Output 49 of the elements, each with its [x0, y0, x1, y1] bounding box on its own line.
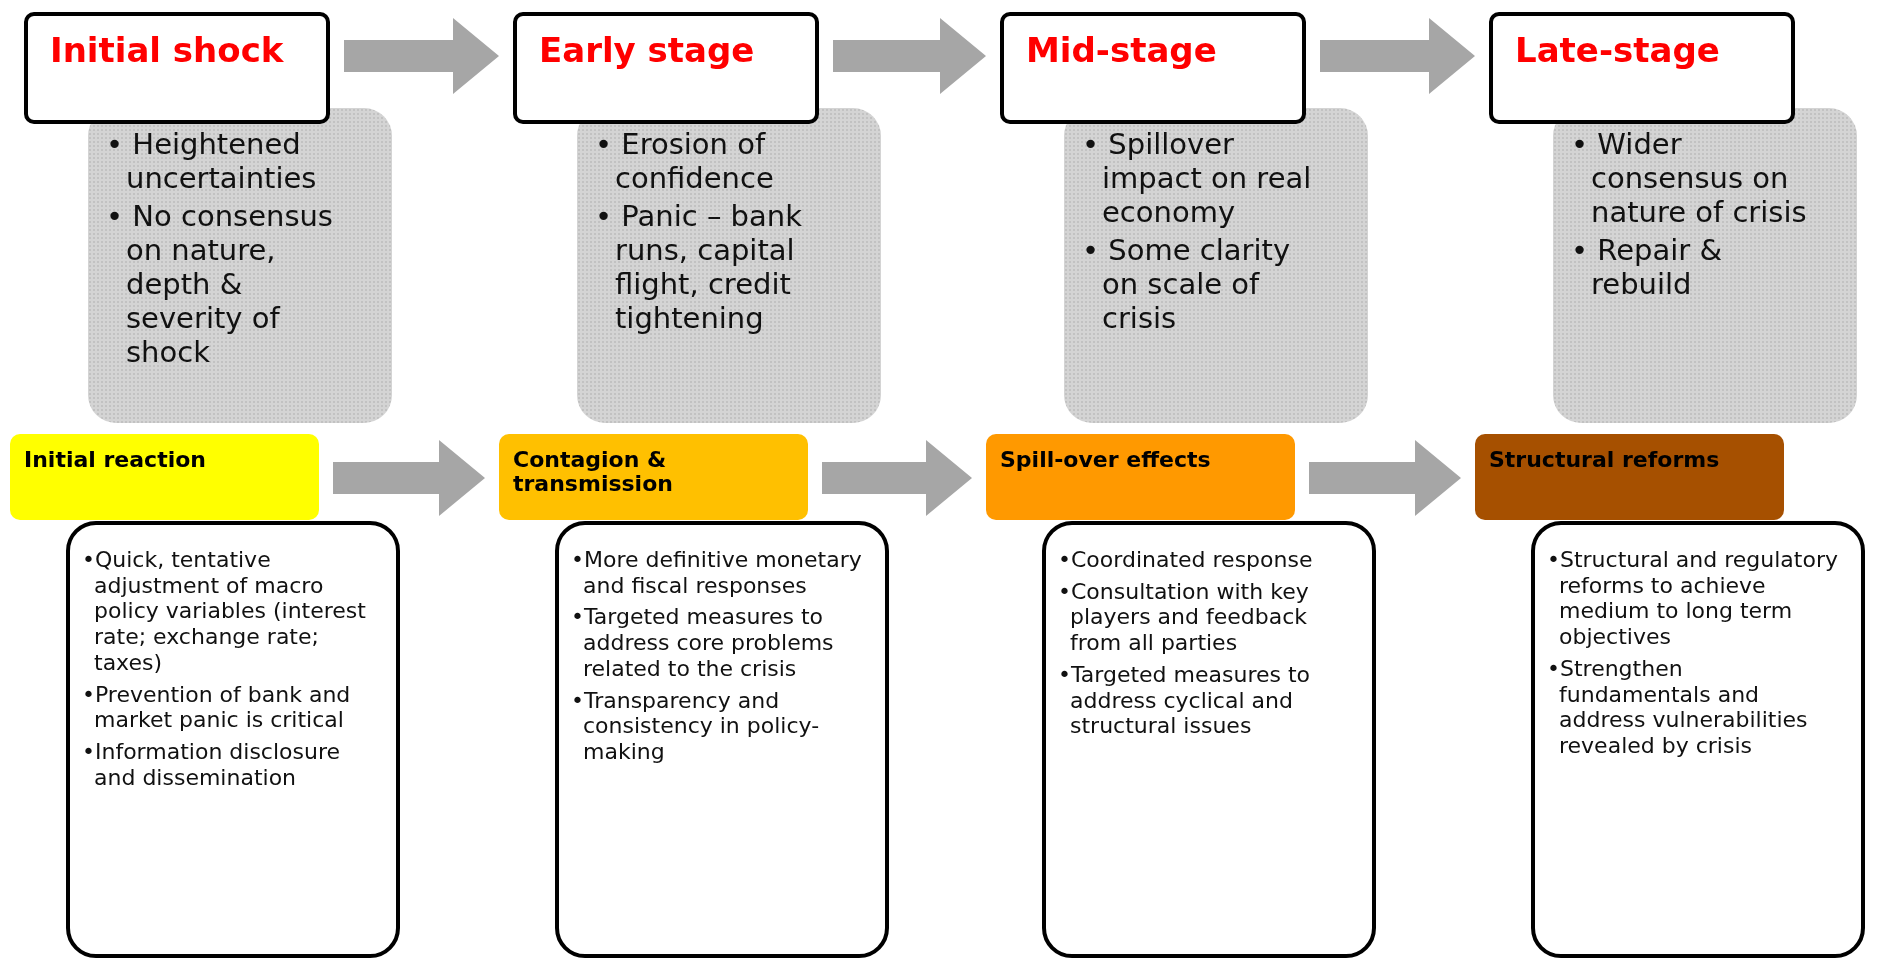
- stage-title: Initial shock: [50, 30, 285, 70]
- phase-title: Spill-over effects: [1000, 448, 1212, 473]
- bullet-text: •Targeted measures to address cyclical and structural issues: [1058, 661, 1312, 740]
- stage-header-box: [1000, 12, 1306, 124]
- block-arrow: [833, 18, 986, 94]
- bullet-text: •Structural and regulatory reforms to achieve medium to long term objectives: [1547, 547, 1839, 650]
- stage-header-box: [1489, 12, 1795, 124]
- bullet-text: • Spillover impact on real economy: [1082, 128, 1313, 230]
- policy-response-box: [66, 521, 400, 958]
- phase-label-box: [986, 434, 1295, 520]
- bullet-text: • Panic – bank runs, capital flight, credit tightening: [595, 199, 803, 336]
- block-arrow: [822, 440, 972, 516]
- bullet-text: •Consultation with key players and feedback from all parties: [1058, 578, 1310, 656]
- stage-title: Late-stage: [1515, 30, 1721, 70]
- stage-header-box: [513, 12, 819, 124]
- phase-label-box: [10, 434, 319, 520]
- bullet-text: • Heightened uncertainties: [106, 128, 318, 196]
- block-arrow: [1309, 440, 1461, 516]
- policy-response-box: [1531, 521, 1865, 958]
- block-arrow: [333, 440, 485, 516]
- phase-title: Structural reforms: [1489, 448, 1721, 473]
- characteristics-box: [577, 108, 881, 423]
- phase-title: Initial reaction: [24, 448, 207, 473]
- bullet-text: • No consensus on nature, depth & severity of shock: [106, 199, 334, 370]
- phase-label-box: [1475, 434, 1784, 520]
- bullet-text: •Information disclosure and dissemination: [82, 739, 342, 791]
- policy-response-box: [555, 521, 889, 958]
- characteristics-box: [1064, 108, 1368, 423]
- bullet-text: • Erosion of confidence: [595, 128, 775, 196]
- characteristics-box: [1553, 108, 1857, 423]
- stage-title: Early stage: [539, 30, 756, 70]
- stage-header-box: [24, 12, 330, 124]
- bullet-text: •Transparency and consistency in policy-making: [571, 687, 821, 765]
- bullet-text: •Quick, tentative adjustment of macro policy variables (interest rate; exchange rate; taxes): [82, 547, 367, 676]
- phase-label-box: [499, 434, 808, 520]
- bullet-text: • Repair & rebuild: [1571, 233, 1723, 302]
- bullet-text: •Prevention of bank and market panic is critical: [82, 681, 352, 734]
- block-arrow: [344, 18, 499, 94]
- stage-title: Mid-stage: [1026, 30, 1218, 70]
- policy-response-box: [1042, 521, 1376, 958]
- bullet-text: •Targeted measures to address core problems related to the crisis: [571, 604, 835, 682]
- block-arrow: [1320, 18, 1475, 94]
- characteristics-box: [88, 108, 392, 423]
- bullet-text: • Wider consensus on nature of crisis: [1571, 128, 1808, 230]
- bullet-text: •Strengthen fundamentals and address vulnerabilities revealed by crisis: [1547, 655, 1809, 759]
- bullet-text: •More definitive monetary and fiscal responses: [571, 547, 863, 599]
- phase-title: Contagion & transmission: [513, 448, 674, 497]
- bullet-text: •Coordinated response: [1058, 547, 1314, 573]
- bullet-text: • Some clarity on scale of crisis: [1082, 233, 1292, 336]
